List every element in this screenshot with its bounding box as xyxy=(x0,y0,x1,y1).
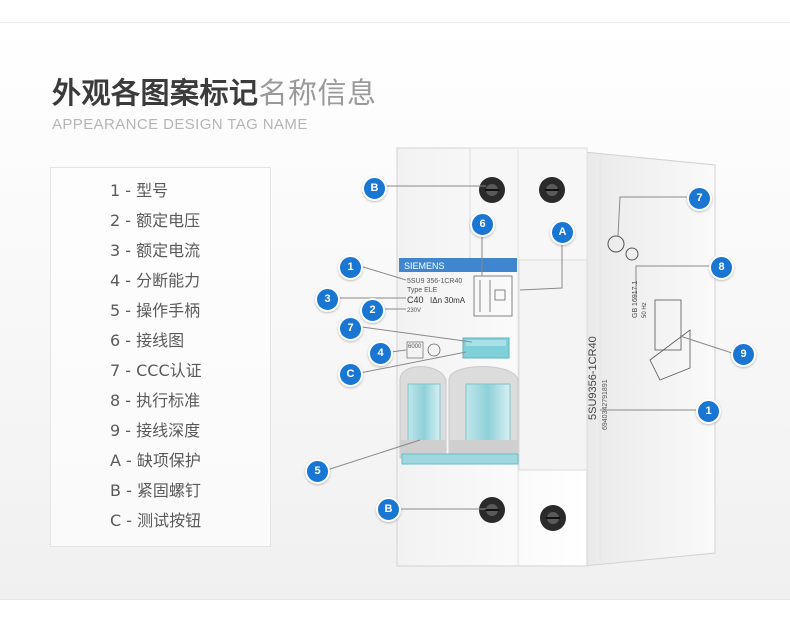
test-button[interactable] xyxy=(462,337,510,359)
type-text: Type ELE xyxy=(407,287,438,294)
current-text: C40 xyxy=(407,295,424,305)
legend-item: 1 - 型号 xyxy=(110,181,169,200)
bottom-terminal-screws xyxy=(479,497,566,531)
page-title: 外观各图案标记名称信息 xyxy=(52,76,377,110)
callout-4: 4 xyxy=(368,341,393,366)
front-print: 5SU9 356-1CR40 Type ELE C40 IΔn 30mA 230… xyxy=(406,278,466,359)
legend-item: 7 - CCC认证 xyxy=(110,361,202,380)
callout-9: 9 xyxy=(731,342,756,367)
callout-5: 5 xyxy=(305,459,330,484)
callout-B-bottom: B xyxy=(376,497,401,522)
side-model-text: 5SU9356-1CR40 xyxy=(587,336,599,420)
callout-1-front: 1 xyxy=(338,255,363,280)
residual-text: IΔn 30mA xyxy=(430,296,466,305)
legend-item: A - 缺项保护 xyxy=(110,451,201,470)
callout-2: 2 xyxy=(360,298,385,323)
callout-6: 6 xyxy=(470,212,495,237)
title-light: 名称信息 xyxy=(258,76,377,110)
callout-3: 3 xyxy=(315,287,340,312)
breaker-side-panel xyxy=(583,151,716,567)
header: 外观各图案标记名称信息 APPEARANCE DESIGN TAG NAME xyxy=(52,76,377,133)
callout-8: 8 xyxy=(709,255,734,280)
legend-item: 6 - 接线图 xyxy=(110,331,185,350)
brand-label: SIEMENS xyxy=(399,258,517,272)
callout-A: A xyxy=(550,220,575,245)
operating-handle[interactable] xyxy=(399,366,519,465)
top-terminal-screws xyxy=(479,177,565,203)
legend-item: 2 - 额定电压 xyxy=(110,211,201,230)
model-text: 5SU9 356-1CR40 xyxy=(407,278,462,285)
breaking-text: 6000 xyxy=(408,344,422,350)
callout-7-side: 7 xyxy=(687,186,712,211)
legend-item: 4 - 分断能力 xyxy=(110,271,201,290)
wiring-diagram xyxy=(473,275,513,317)
legend-item: 3 - 额定电流 xyxy=(110,241,201,260)
legend-item: C - 测试按钮 xyxy=(110,511,202,530)
callout-1-side: 1 xyxy=(696,399,721,424)
side-barcode-text: 6940342791891 xyxy=(602,379,609,430)
legend-item: 5 - 操作手柄 xyxy=(110,301,201,320)
legend-box xyxy=(50,167,271,547)
callout-B-top: B xyxy=(362,176,387,201)
legend-item: 9 - 接线深度 xyxy=(110,421,201,440)
callout-C: C xyxy=(338,362,363,387)
legend-item: 8 - 执行标准 xyxy=(110,391,201,410)
voltage-text: 230V xyxy=(407,308,421,314)
title-dark: 外观各图案标记 xyxy=(52,76,259,110)
frequency-text: 50 Hz xyxy=(642,302,648,318)
brand-text: SIEMENS xyxy=(404,261,445,271)
legend-item: B - 紧固螺钉 xyxy=(110,481,201,500)
page-subtitle: APPEARANCE DESIGN TAG NAME xyxy=(52,116,308,133)
leader-lines xyxy=(326,185,733,510)
callout-7-front: 7 xyxy=(338,316,363,341)
